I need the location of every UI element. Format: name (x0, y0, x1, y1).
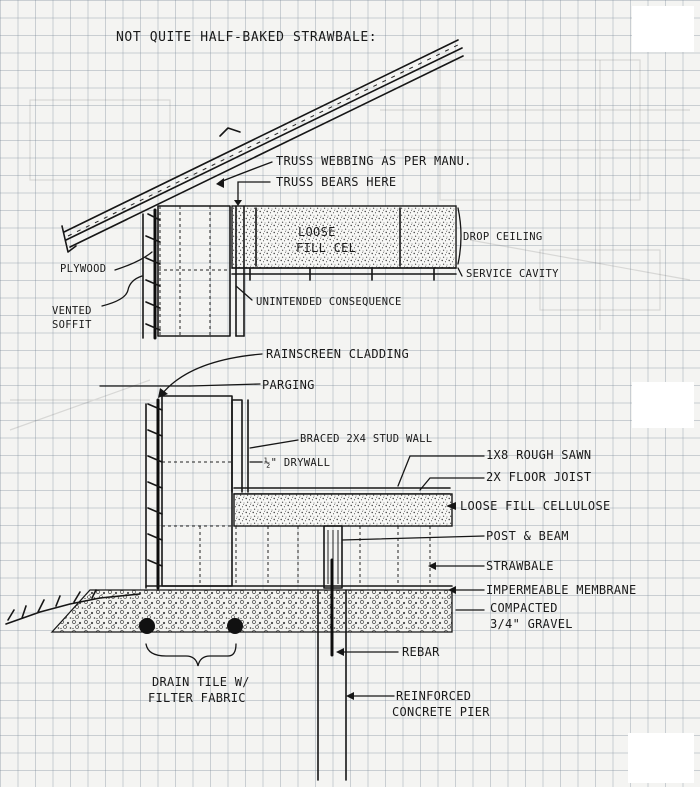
blank-patch (632, 6, 694, 52)
label-unintended-consequence: UNINTENDED CONSEQUENCE (256, 296, 402, 308)
label-vented-soffit-line2: SOFFIT (52, 319, 92, 331)
label-loose-fill-cel: LOOSE (298, 225, 336, 239)
upper-wall-section (142, 205, 457, 340)
label-impermeable-membrane: IMPERMEABLE MEMBRANE (486, 583, 637, 597)
label-truss-webbing: TRUSS WEBBING AS PER MANU. (276, 154, 472, 168)
label-drop-ceiling: DROP CEILING (463, 231, 542, 243)
label-drain-tile-line2: FILTER FABRIC (148, 691, 246, 705)
label-truss-bears: TRUSS BEARS HERE (276, 175, 396, 189)
label-reinforced-concrete: REINFORCED (396, 689, 471, 703)
label-post-beam: POST & BEAM (486, 529, 569, 543)
loose-fill-ceiling-insulation (231, 205, 457, 269)
label-parging: PARGING (262, 378, 315, 392)
label-floor-joist: 2X FLOOR JOIST (486, 470, 591, 484)
loose-fill-floor-insulation (233, 493, 453, 527)
label-compacted: COMPACTED (490, 601, 558, 615)
drain-tile-right (227, 618, 243, 634)
roof-assembly (61, 39, 464, 253)
label-loose-fill-cellulose: LOOSE FILL CELLULOSE (460, 499, 611, 513)
label-plywood: PLYWOOD (60, 263, 106, 275)
foundation (5, 558, 453, 781)
label-compacted-line2: 3/4" GRAVEL (490, 617, 573, 631)
label-braced-stud-wall: BRACED 2X4 STUD WALL (300, 433, 432, 445)
lower-wall-section (145, 395, 453, 590)
label-drywall: ½" DRYWALL (264, 457, 330, 469)
leader-lines (99, 161, 485, 700)
page-title: NOT QUITE HALF-BAKED STRAWBALE: (116, 30, 377, 45)
label-rough-sawn: 1X8 ROUGH SAWN (486, 448, 591, 462)
label-loose-fill-cel-line2: FILL CEL (296, 241, 356, 255)
blank-patch (628, 733, 694, 783)
label-rebar: REBAR (402, 645, 440, 659)
label-strawbale: STRAWBALE (486, 559, 554, 573)
pencil-ghost-sketch (9, 59, 691, 431)
blank-patch (632, 382, 694, 428)
drain-tile-left (139, 618, 155, 634)
label-reinforced-concrete-line2: CONCRETE PIER (392, 705, 490, 719)
label-drain-tile: DRAIN TILE W/ (152, 675, 250, 689)
label-service-cavity: SERVICE CAVITY (466, 268, 559, 280)
label-vented-soffit: VENTED (52, 305, 92, 317)
label-rainscreen-cladding: RAINSCREEN CLADDING (266, 347, 409, 361)
